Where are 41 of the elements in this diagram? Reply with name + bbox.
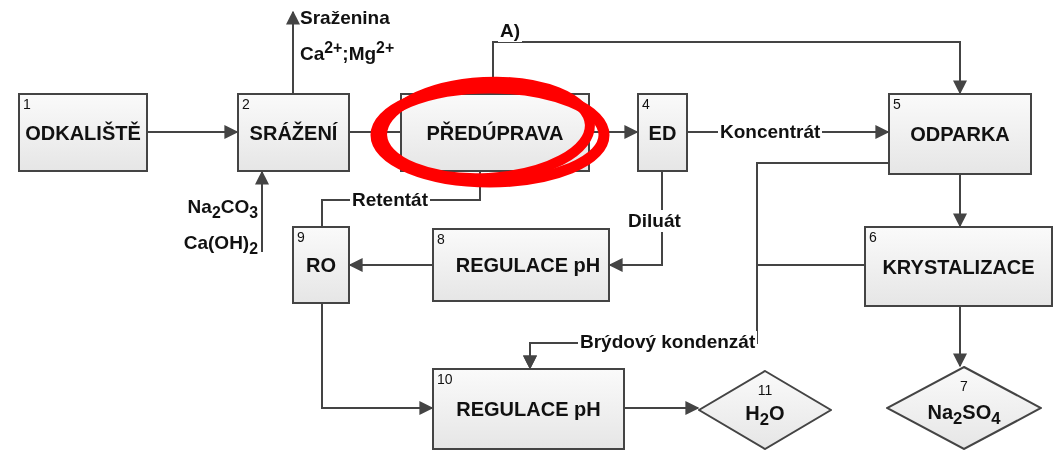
step-label: ED [647, 120, 678, 146]
arrow [624, 401, 700, 415]
step-label: REGULACE pH [455, 397, 602, 422]
step-label: H$_{2}$O [744, 400, 786, 431]
step-label: KRYSTALIZACE [881, 254, 1036, 280]
stream-label: Sraženina Ca$^{2+}$;Mg$^{2+}$ [300, 6, 396, 67]
arrow [286, 10, 300, 94]
edge-label: Brýdový kondenzát [578, 331, 758, 353]
step-number: 5 [893, 96, 901, 112]
process-box [18, 93, 148, 172]
process-box [237, 93, 350, 172]
process-box [864, 226, 1053, 307]
step-number: 2 [242, 96, 250, 112]
step-label: SRÁŽENÍ [248, 120, 339, 146]
stream-label: Na$_{2}$CO$_{3}$ Ca(OH)$_{2}$ [182, 195, 258, 259]
process-box [292, 226, 350, 304]
arrow [321, 303, 434, 415]
arrow [492, 41, 967, 95]
step-number: 7 [959, 378, 969, 394]
step-label: PŘEDÚPRAVA [425, 120, 565, 146]
arrow [255, 170, 269, 253]
process-box [637, 93, 688, 172]
arrow [147, 125, 239, 139]
step-number: 8 [437, 231, 445, 247]
process-box [432, 228, 610, 302]
step-number: 4 [642, 96, 650, 112]
step-label: ODPARKA [909, 122, 1011, 147]
process-box [888, 93, 1032, 175]
step-number: 1 [23, 96, 31, 112]
step-label: Na$_{2}$SO$_{4}$ [926, 399, 1002, 430]
step-number: 11 [756, 382, 774, 398]
arrow [953, 174, 967, 228]
step-number: 6 [869, 229, 877, 245]
arrow [953, 306, 967, 368]
step-label: RO [305, 253, 337, 278]
step-label: REGULACE pH [454, 253, 602, 278]
step-label: ODKALIŠTĚ [24, 120, 142, 146]
step-number: 9 [297, 229, 305, 245]
step-number: 10 [437, 371, 453, 387]
edge-label: Diluát [626, 210, 683, 232]
process-box [432, 368, 625, 450]
